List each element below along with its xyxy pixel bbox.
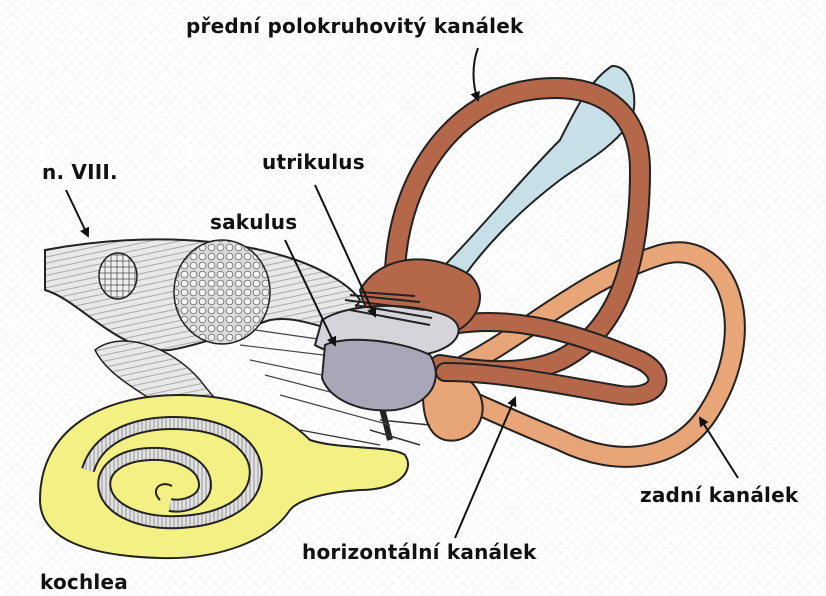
- arrow-anterior-canal: [474, 48, 479, 100]
- label-posterior-canal: zadní kanálek: [640, 483, 798, 507]
- label-utriculus: utrikulus: [262, 150, 365, 174]
- label-sacculus: sakulus: [210, 210, 297, 234]
- label-anterior-canal: přední polokruhovitý kanálek: [186, 14, 523, 38]
- label-horizontal-canal: horizontální kanálek: [302, 540, 537, 564]
- arrow-nerve: [66, 190, 88, 236]
- label-nerve-viii: n. VIII.: [42, 160, 118, 184]
- sacculus: [322, 340, 436, 411]
- arrow-posterior-canal: [700, 418, 738, 478]
- cochlea: [40, 395, 408, 558]
- label-cochlea: kochlea: [40, 570, 128, 594]
- nerve-ganglion: [174, 240, 270, 344]
